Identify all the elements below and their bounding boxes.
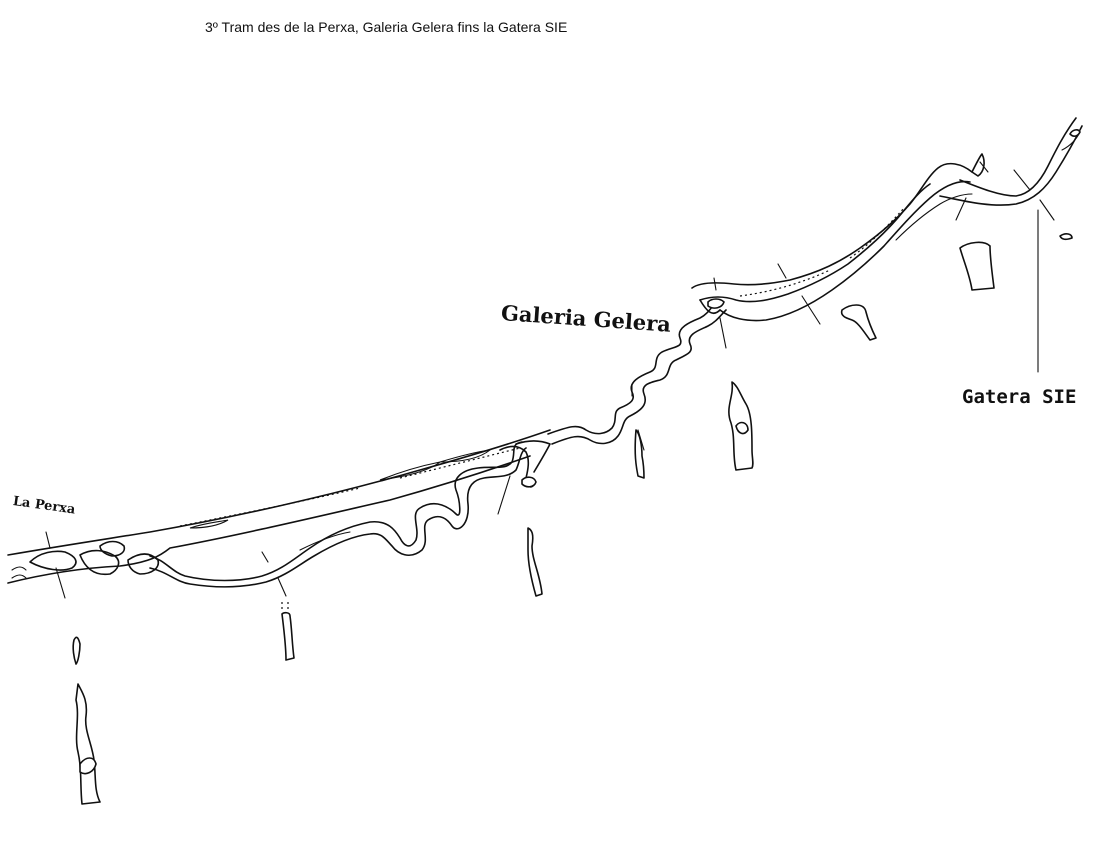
section-6 xyxy=(840,304,877,341)
section-2-top xyxy=(281,602,289,610)
main-gallery-upper xyxy=(7,429,551,584)
central-chamber xyxy=(499,440,551,488)
section-4 xyxy=(634,429,645,479)
section-perxa-tall xyxy=(75,683,101,805)
section-marks xyxy=(45,161,1055,599)
map-title: 3º Tram des de la Perxa, Galeria Gelera … xyxy=(205,19,568,35)
meander-passage xyxy=(149,441,527,588)
galeria-gelera xyxy=(691,117,1083,322)
section-3 xyxy=(527,527,543,597)
section-2 xyxy=(281,611,295,661)
section-7 xyxy=(959,241,995,291)
ascending-passage xyxy=(547,299,727,445)
cross-sections xyxy=(72,241,995,805)
la-perxa-chamber xyxy=(11,540,160,579)
section-perxa-small xyxy=(72,636,81,665)
label-gatera-sie: Gatera SIE xyxy=(962,386,1077,408)
